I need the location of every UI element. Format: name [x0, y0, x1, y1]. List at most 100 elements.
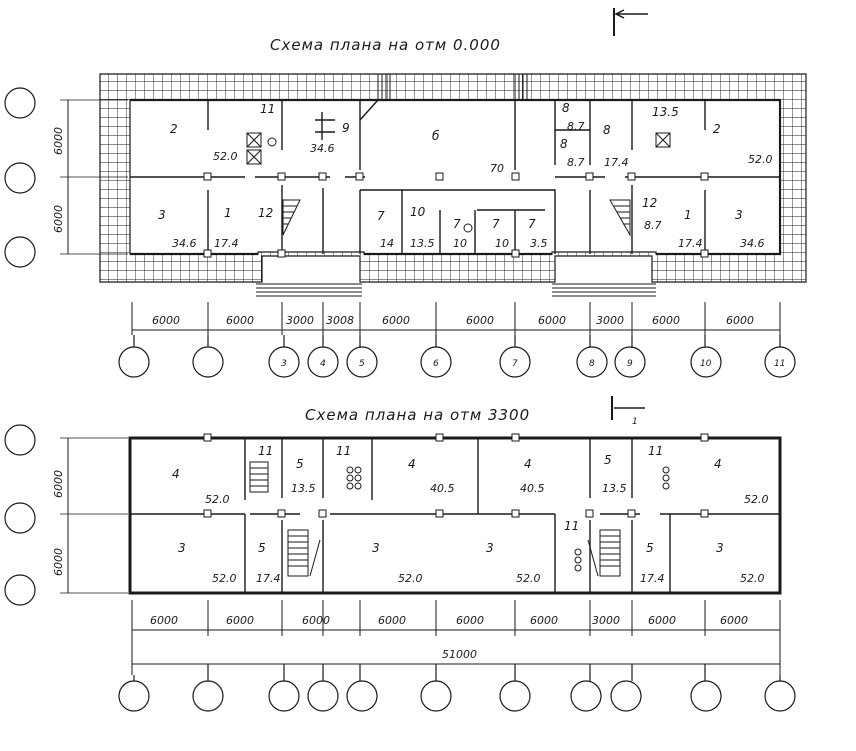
room-label: 13.5	[652, 105, 679, 119]
dimension-label: 6000	[466, 314, 494, 327]
row-axis-bubble	[4, 236, 36, 268]
area-label: 52.0	[205, 493, 230, 506]
area-label: 17.4	[256, 572, 281, 585]
left-dimensions-upper: 6000 6000	[4, 87, 128, 268]
column-markers-upper	[203, 172, 709, 258]
room-label: 12	[258, 206, 273, 220]
room-label: 11	[260, 102, 275, 116]
dimension-label: 3000	[592, 614, 620, 627]
area-label: 40.5	[430, 482, 455, 495]
left-dimensions-lower: 6000 6000	[4, 424, 128, 606]
room-label: 3	[178, 541, 186, 555]
plan-lower: Схема плана на отм 3300 1	[4, 396, 796, 712]
room-label: 3	[158, 208, 166, 222]
axis-label: 9	[627, 359, 633, 369]
room-label: б	[432, 129, 440, 143]
stair-right-upper	[609, 199, 631, 237]
interior-walls-upper	[130, 99, 780, 254]
dimension-label: 6000	[152, 314, 180, 327]
dimension-label: 6000	[538, 314, 566, 327]
area-label: 34.6	[740, 237, 765, 250]
room-label: 11	[258, 444, 273, 458]
outer-wall-lower	[128, 436, 782, 595]
dimension-label: 6000	[226, 314, 254, 327]
area-labels-upper: 52.0 34.6 8.7 8.7 70 17.4 52.0 34.6 17.4…	[172, 120, 773, 250]
dimension-label: 6000	[652, 314, 680, 327]
axis-label: 5	[359, 359, 365, 369]
interior-walls-lower	[130, 438, 780, 593]
room-label: 4	[408, 457, 416, 471]
area-label: 52.0	[744, 493, 769, 506]
room-label: 5	[604, 453, 612, 467]
area-label: 10	[495, 237, 509, 250]
dimension-label: 6000	[720, 614, 748, 627]
dimension-label: 6000	[150, 614, 178, 627]
room-label: 4	[524, 457, 532, 471]
dimension-label: 3000	[596, 314, 624, 327]
room-label: 7	[528, 217, 536, 231]
axis-label: 8	[589, 359, 595, 369]
area-label: 52.0	[748, 153, 773, 166]
area-label: 8.7	[644, 219, 662, 232]
room-label: 7	[453, 217, 461, 231]
area-label: 70	[490, 162, 504, 175]
room-label: 11	[336, 444, 351, 458]
room-label: 3	[735, 208, 743, 222]
area-label: 14	[380, 237, 394, 250]
area-label: 34.6	[172, 237, 197, 250]
stair-left-upper	[282, 199, 301, 236]
room-label: 4	[172, 467, 180, 481]
bottom-dimensions-lower: 6000 6000 6000 6000 6000 6000 3000 6000 …	[131, 600, 781, 675]
dimension-label: 6000	[648, 614, 676, 627]
room-label: 1	[224, 206, 232, 220]
area-label: 52.0	[212, 572, 237, 585]
room-label: 3	[486, 541, 494, 555]
room-label: 8	[560, 137, 568, 151]
row-axis-bubble	[4, 502, 36, 534]
area-label: 8.7	[567, 120, 585, 133]
room-label: 11	[648, 444, 663, 458]
dimension-label: 6000	[52, 548, 65, 576]
axis-label: 11	[774, 359, 785, 369]
room-label: 11	[564, 519, 579, 533]
room-label: 7	[492, 217, 500, 231]
room-labels-upper: 2 11 9 б 8 8 8 13.5 2 3 1 12 7 10 7 7 7 …	[158, 101, 743, 231]
column-axis-bubbles-upper	[118, 335, 796, 378]
axis-label: 4	[320, 359, 326, 369]
area-label: 17.4	[214, 237, 239, 250]
room-label: 3	[372, 541, 380, 555]
column-axis-bubbles-lower	[118, 664, 796, 712]
area-label: 17.4	[678, 237, 703, 250]
room-label: 5	[258, 541, 266, 555]
sanitary-fixtures-upper	[246, 132, 671, 233]
dimension-label: 6000	[302, 614, 330, 627]
entrance-steps-top	[377, 74, 528, 100]
area-label: 10	[453, 237, 467, 250]
dimension-label: 6000	[52, 470, 65, 498]
area-label: 52.0	[740, 572, 765, 585]
area-label: 13.5	[291, 482, 316, 495]
room-label: 7	[377, 209, 385, 223]
axis-label: 3	[281, 359, 287, 369]
row-axis-bubble	[4, 87, 36, 119]
section-mark-lower: 1	[611, 396, 645, 427]
dimension-label: 6000	[52, 127, 65, 155]
room-label: 4	[714, 457, 722, 471]
room-label: 9	[342, 121, 350, 135]
room-label: 3	[716, 541, 724, 555]
room-labels-lower: 4 11 5 11 4 4 5 11 4 3 5 3 3 11 5 3	[172, 444, 724, 555]
row-axis-bubble	[4, 574, 36, 606]
room-label: 5	[646, 541, 654, 555]
area-label: 13.5	[602, 482, 627, 495]
section-mark-top	[613, 8, 648, 36]
plan-upper: Схема плана на отм 0.000	[4, 8, 807, 378]
axis-label: 10	[700, 359, 712, 369]
area-label: 17.4	[604, 156, 629, 169]
room-label: 2	[170, 122, 178, 136]
room-label: 8	[603, 123, 611, 137]
stair-right-lower	[587, 529, 621, 577]
dimension-label: 3008	[326, 314, 354, 327]
dimension-label: 6000	[52, 205, 65, 233]
plan-lower-title: Схема плана на отм 3300	[305, 406, 530, 424]
